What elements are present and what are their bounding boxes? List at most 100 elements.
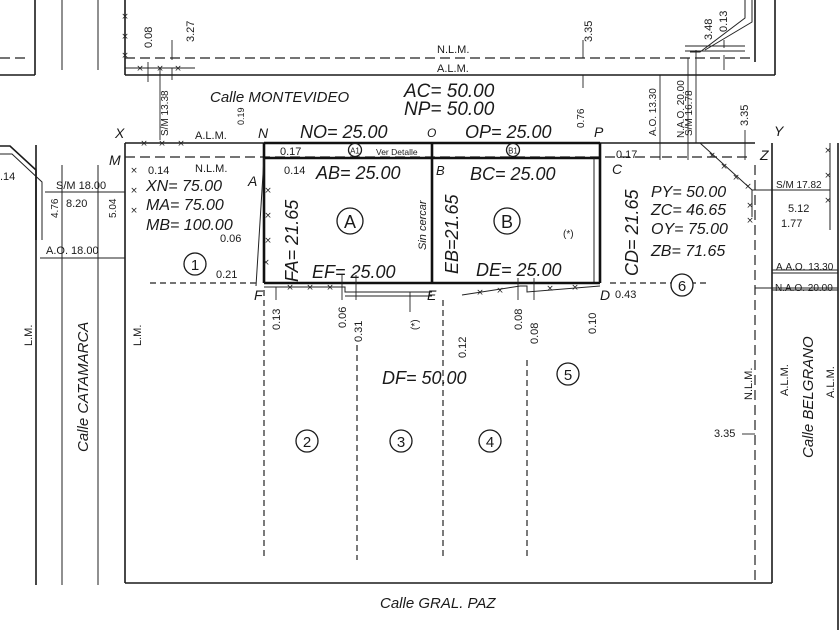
fence-marker-icon: × [306,283,314,293]
fence-marker-icon: × [746,216,754,226]
fence-marker-icon: × [264,211,272,221]
dim-0-31: 0.31 [353,321,365,342]
dim-3-35-east: 3.35 [714,428,735,440]
point-p: P [594,124,604,140]
fence-marker-icon: × [720,162,728,172]
fence-marker-icon: × [708,151,716,161]
svg-text:6: 6 [678,278,686,295]
point-z: Z [759,147,769,163]
fence-marker-icon: × [264,236,272,246]
measure-cd: CD= 21.65 [622,188,642,276]
label-sm-ne: S/M 16.78 [684,90,695,136]
fence-marker-icon: × [326,283,334,293]
label-lm-west2: L.M. [132,325,144,346]
parcel-a1-label: A1 [347,142,363,158]
label-alm-east2: A.L.M. [825,366,837,398]
dim-0-12: 0.12 [457,337,469,358]
fence-marker-icon: × [286,283,294,293]
svg-text:5: 5 [564,367,572,384]
dim-star-bottom: (*) [410,319,421,330]
fence-marker-icon: × [174,64,182,74]
point-d: D [600,287,610,303]
label-nlm-east: N.L.M. [743,368,755,400]
block-east [772,143,839,630]
fence-marker-icon: × [744,182,752,192]
svg-text:4: 4 [486,434,494,451]
lot-6-label: 6 [670,273,694,297]
label-nao-east: N.A.O. 20.00 [775,283,833,294]
dim-4-76: 4.76 [50,198,61,218]
label-alm-east1: A.L.M. [779,364,791,396]
measure-ab: AB= 25.00 [315,163,401,183]
fence-marker-icon: × [156,64,164,74]
dim-0-17-right: 0.17 [616,149,637,161]
fence-marker-icon: × [130,206,138,216]
label-alm-main: A.L.M. [195,130,227,142]
street-west: Calle CATAMARCA [75,322,92,452]
fence-marker-icon: × [546,284,554,294]
block-northwest [0,0,99,76]
point-c: C [612,161,623,177]
lot-4-label: 4 [478,429,502,453]
fence-marker-icon: × [824,171,832,181]
fence-marker-icon: × [262,258,270,268]
label-nao-north: N.A.O. 20.00 [676,80,687,138]
dim-0-10: 0.10 [587,313,599,334]
fence-marker-icon: × [476,288,484,298]
measure-ac: AC= 50.00 [403,81,495,102]
fence-marker-icon: × [824,146,832,156]
lot-5-label: 5 [556,362,580,386]
fence-marker-icon: × [732,173,740,183]
dim-8-20: 8.20 [66,198,87,210]
dim-3-48: 3.48 [703,19,715,40]
dim-0-08: 0.08 [143,27,155,48]
dim-0-06: 0.06 [220,233,241,245]
measure-oy: OY= 75.00 [651,221,728,238]
lot-1-label: 1 [183,252,207,276]
label-ver-detalle: Ver Detalle [376,147,418,157]
parcel-outlines [255,141,602,297]
label-aao-east: A.A.O. 13.30 [776,262,834,273]
dim-0-14-m: 0.14 [148,165,169,177]
dim-0-14-a: 0.14 [284,165,305,177]
parcel-a-label: A [336,207,364,235]
label-ao-west: A.O. 18.00 [46,245,99,257]
label-sm-east: S/M 17.82 [776,180,822,191]
dim-0-21: 0.21 [216,269,237,281]
dim-0-19: 0.19 [236,107,246,125]
dim-0-43: 0.43 [615,289,636,301]
fence-markers: ×××××××××××××××××××××××××××××××× [121,12,832,298]
fence-marker-icon: × [746,201,754,211]
fence-marker-icon: × [121,32,129,42]
label-sin-cercar: Sin cercar [417,199,429,250]
fence-marker-icon: × [158,139,166,149]
measure-mb: MB= 100.00 [146,217,233,234]
street-north: Calle MONTEVIDEO [210,89,350,106]
measure-df: DF= 50.00 [382,368,467,388]
point-e: E [427,287,437,303]
dim-0-14-far: .14 [0,171,15,183]
parcel-b-label: B [493,207,521,235]
lot-3-label: 3 [389,429,413,453]
point-n: N [258,125,269,141]
fence-marker-icon: × [121,12,129,22]
measure-zb: ZB= 71.65 [650,243,725,260]
point-m: M [109,152,121,168]
measure-ma: MA= 75.00 [146,197,224,214]
label-sm-west: S/M 18.00 [56,180,106,192]
fence-marker-icon: × [177,139,185,149]
point-x: X [114,125,125,141]
measure-fa: FA= 21.65 [282,199,302,282]
svg-text:B1: B1 [508,147,518,156]
label-ao-north: A.O. 13.30 [648,88,659,136]
dim-0-17-left: 0.17 [280,146,301,158]
measure-zc: ZC= 46.65 [650,202,726,219]
dim-0-76: 0.76 [576,108,587,128]
fence-marker-icon: × [264,186,272,196]
block-main [125,142,773,584]
dim-5-04: 5.04 [108,198,119,218]
label-lm-west1: L.M. [23,325,35,346]
fence-marker-icon: × [824,196,832,206]
point-o: O [427,126,436,140]
